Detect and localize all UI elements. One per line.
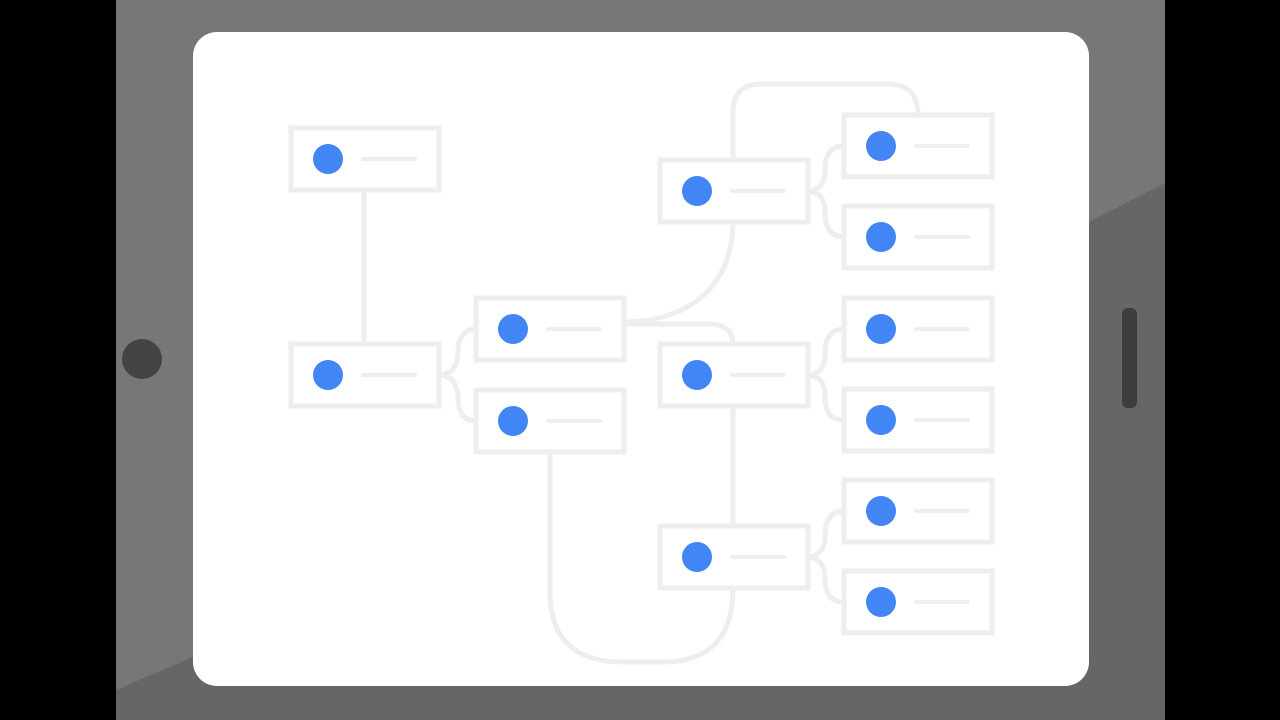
connector-line <box>620 321 736 347</box>
diagram-node-right-middle <box>657 341 811 409</box>
blue-dot-icon <box>313 144 343 174</box>
blue-dot-icon <box>866 314 896 344</box>
blue-dot-icon <box>682 176 712 206</box>
diagram-node-root-b <box>288 341 442 409</box>
diagram-node-leaf-3 <box>841 295 995 363</box>
blue-dot-icon <box>313 360 343 390</box>
connector-line <box>436 372 479 424</box>
home-button-icon[interactable] <box>122 339 162 379</box>
blue-dot-icon <box>866 587 896 617</box>
connector-line <box>804 143 847 194</box>
blue-dot-icon <box>866 131 896 161</box>
blue-dot-icon <box>866 496 896 526</box>
connector-line <box>804 326 847 378</box>
connector-line <box>804 372 847 423</box>
side-button-icon[interactable] <box>1122 308 1137 408</box>
diagram-node-mid-top <box>473 295 627 363</box>
connector-line <box>620 219 736 325</box>
diagram-node-leaf-2 <box>841 203 995 271</box>
diagram-node-leaf-4 <box>841 386 995 454</box>
connector-line <box>547 449 736 665</box>
tree-diagram <box>288 81 995 665</box>
blue-dot-icon <box>866 405 896 435</box>
diagram-node-leaf-6 <box>841 568 995 636</box>
diagram-node-right-lower <box>657 523 811 591</box>
connector-line <box>804 188 847 240</box>
blue-dot-icon <box>866 222 896 252</box>
blue-dot-icon <box>498 406 528 436</box>
diagram-node-root-a <box>288 125 442 193</box>
blue-dot-icon <box>498 314 528 344</box>
diagram-node-leaf-5 <box>841 477 995 545</box>
connector-line <box>804 508 847 560</box>
tablet-screen <box>193 32 1089 686</box>
blue-dot-icon <box>682 360 712 390</box>
blue-dot-icon <box>682 542 712 572</box>
diagram-node-right-upper <box>657 157 811 225</box>
connector-line <box>804 554 847 605</box>
diagram-node-mid-bottom <box>473 387 627 455</box>
diagram-node-leaf-1 <box>841 112 995 180</box>
connector-line <box>730 81 921 163</box>
connector-line <box>436 326 479 378</box>
